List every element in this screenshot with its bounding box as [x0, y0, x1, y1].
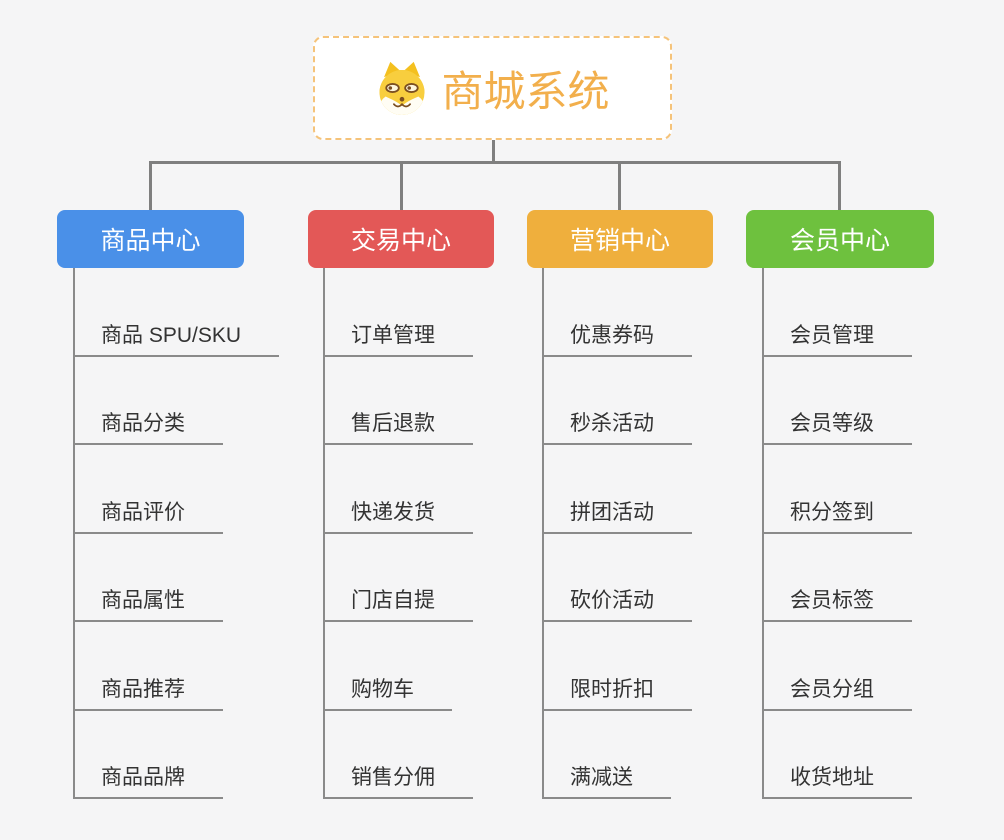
list-item[interactable]: 商品推荐	[73, 673, 223, 711]
list-item[interactable]: 商品品牌	[73, 761, 223, 799]
list-item[interactable]: 售后退款	[323, 407, 473, 445]
subtopic-row: 快递发货	[323, 445, 473, 534]
subtopic-row: 限时折扣	[542, 622, 692, 711]
connector-branch-drop	[838, 163, 841, 210]
subtopic-row: 门店自提	[323, 534, 473, 622]
subtopic-row: 商品评价	[73, 445, 279, 534]
branch-subtopics-marketing-center: 优惠券码秒杀活动拼团活动砍价活动限时折扣满减送	[542, 268, 692, 799]
list-item[interactable]: 满减送	[542, 761, 671, 799]
list-item[interactable]: 订单管理	[323, 319, 473, 357]
subtopic-row: 优惠券码	[542, 268, 692, 357]
connector-branch-drop	[149, 163, 152, 210]
subtopic-row: 积分签到	[762, 445, 912, 534]
subtopic-row: 收货地址	[762, 711, 912, 799]
list-item[interactable]: 砍价活动	[542, 584, 692, 622]
branch-topic-product-center[interactable]: 商品中心	[57, 210, 244, 268]
subtopic-row: 销售分佣	[323, 711, 473, 799]
list-item[interactable]: 购物车	[323, 673, 452, 711]
subtopic-row: 订单管理	[323, 268, 473, 357]
list-item[interactable]: 会员等级	[762, 407, 912, 445]
branch-subtopics-product-center: 商品 SPU/SKU 商品分类商品评价商品属性商品推荐商品品牌	[73, 268, 280, 799]
subtopic-row: 拼团活动	[542, 445, 692, 534]
subtopic-row: 商品推荐	[73, 622, 279, 711]
branch-subtopics-trade-center: 订单管理售后退款快递发货门店自提购物车销售分佣	[323, 268, 473, 799]
list-item[interactable]: 限时折扣	[542, 673, 692, 711]
connector-bus	[149, 161, 841, 164]
list-item[interactable]: 快递发货	[323, 496, 473, 534]
list-item[interactable]: 销售分佣	[323, 761, 473, 799]
list-item[interactable]: 积分签到	[762, 496, 912, 534]
root-topic[interactable]: 商城系统	[313, 36, 672, 140]
connector-root-drop	[492, 140, 495, 163]
connector-branch-drop	[400, 163, 403, 210]
branch-topic-member-center[interactable]: 会员中心	[746, 210, 934, 268]
subtopic-row: 售后退款	[323, 357, 473, 445]
list-item[interactable]: 商品评价	[73, 496, 223, 534]
subtopic-row: 会员等级	[762, 357, 912, 445]
branch-subtopics-member-center: 会员管理会员等级积分签到会员标签会员分组收货地址	[762, 268, 912, 799]
subtopic-row: 秒杀活动	[542, 357, 692, 445]
list-item[interactable]: 商品属性	[73, 584, 223, 622]
branch-topic-trade-center[interactable]: 交易中心	[308, 210, 494, 268]
subtopic-row: 砍价活动	[542, 534, 692, 622]
list-item[interactable]: 会员管理	[762, 319, 912, 357]
branch-topic-marketing-center[interactable]: 营销中心	[527, 210, 713, 268]
subtopic-row: 会员管理	[762, 268, 912, 357]
subtopic-row: 会员分组	[762, 622, 912, 711]
root-topic-title: 商城系统	[441, 67, 610, 115]
list-item[interactable]: 优惠券码	[542, 319, 692, 357]
subtopic-row: 商品属性	[73, 534, 279, 622]
connector-branch-drop	[618, 163, 621, 210]
list-item[interactable]: 拼团活动	[542, 496, 692, 534]
subtopic-row: 商品分类	[73, 357, 279, 445]
list-item[interactable]: 会员分组	[762, 673, 912, 711]
list-item[interactable]: 商品 SPU/SKU	[73, 319, 280, 357]
subtopic-row: 满减送	[542, 711, 692, 799]
shiba-dog-icon	[379, 61, 425, 115]
subtopic-row: 商品品牌	[73, 711, 279, 799]
list-item[interactable]: 门店自提	[323, 584, 473, 622]
list-item[interactable]: 商品分类	[73, 407, 223, 445]
subtopic-row: 购物车	[323, 622, 473, 711]
list-item[interactable]: 收货地址	[762, 761, 912, 799]
list-item[interactable]: 会员标签	[762, 584, 912, 622]
subtopic-row: 商品 SPU/SKU	[73, 268, 280, 357]
subtopic-row: 会员标签	[762, 534, 912, 622]
list-item[interactable]: 秒杀活动	[542, 407, 692, 445]
